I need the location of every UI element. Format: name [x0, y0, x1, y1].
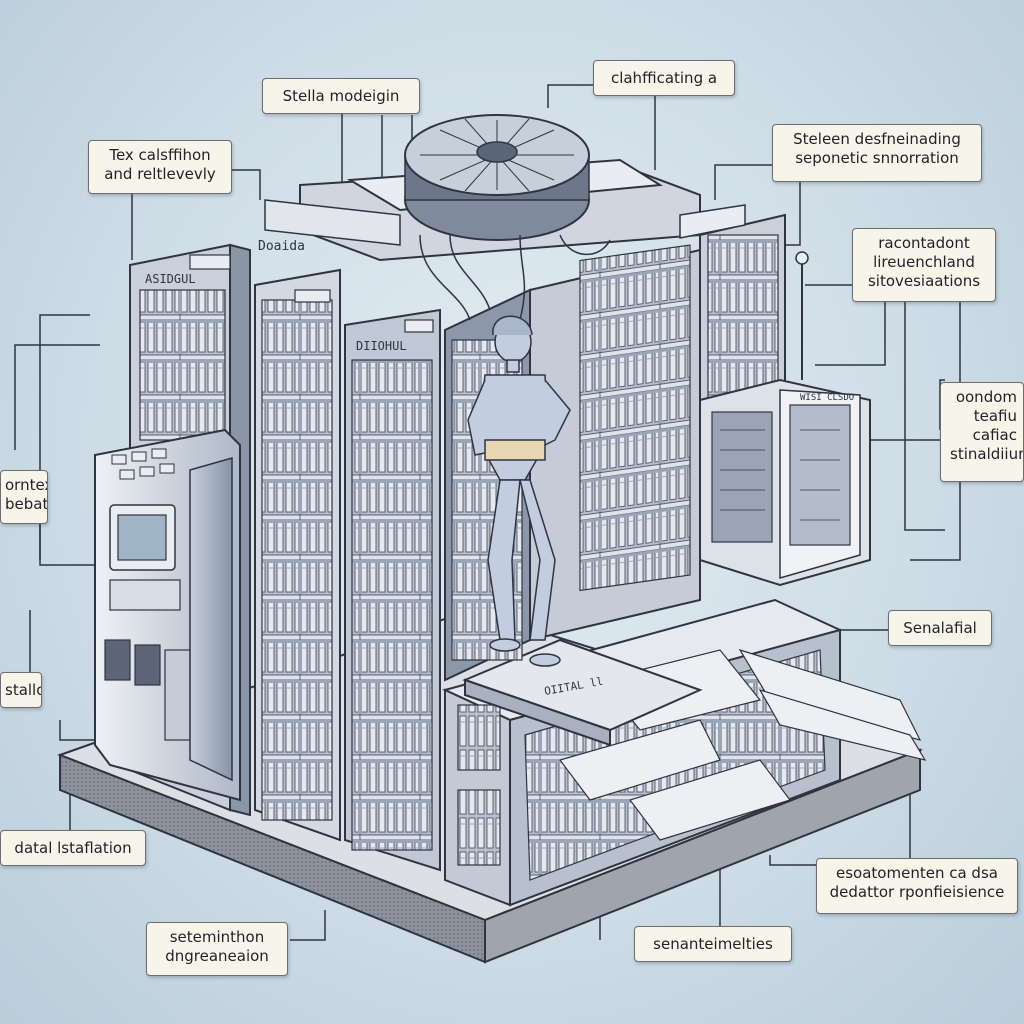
callout-text: esoatomenten ca dsa [836, 864, 998, 882]
callout-text: teafiu [973, 407, 1017, 425]
right-tall-shelf [699, 213, 786, 422]
callout-cortex: orntex bebate llt [0, 470, 48, 524]
callout-text: orntex [5, 476, 47, 494]
callout-esoatomenten: esoatomenten ca dsa dedattor rponfieisie… [816, 858, 1018, 914]
central-book-tower [444, 244, 701, 682]
callout-racontadont: racontadont lireuenchland sitovesiaation… [852, 228, 996, 302]
callout-text: dedattor rponfieisience [829, 883, 1005, 901]
callout-text: stinaldiiun [950, 445, 1024, 463]
callout-clarifying: clahfficating a [593, 60, 735, 96]
top-unit-label: Doaida [258, 239, 305, 254]
callout-seteminthon: seteminthon dngreaneaion [146, 922, 288, 976]
callout-datal-lstaflation: datal lstaflation [0, 830, 146, 866]
callout-text: cafiac [972, 426, 1017, 444]
callout-text: seteminthon [169, 928, 265, 946]
terminal-keypad [111, 448, 175, 480]
callout-oondom: oondom teafiu cafiac stinaldiiun [940, 382, 1024, 482]
callout-text: lireuenchland [873, 253, 975, 271]
callout-senanteimelties: senanteimelties [634, 926, 792, 962]
callout-text: clahfficating a [610, 69, 718, 87]
left-tower-label: ASIDGUL [145, 272, 196, 286]
callout-text: Tex calsffihon [109, 146, 211, 164]
front-terminal [94, 428, 241, 802]
callout-text: dngreaneaion [165, 947, 269, 965]
robot-reader-figure [467, 315, 571, 667]
robot-platform [462, 638, 703, 747]
callout-steleen: Steleen desfneinading seponetic snnorrat… [772, 124, 982, 182]
left-tower-2 [254, 268, 341, 842]
book-pile [558, 648, 927, 841]
mid-tower-label: DIIOHUL [356, 339, 407, 353]
callout-tex-calsifhion: Tex calsffihon and reltlevevly [88, 140, 232, 194]
callout-text: sitovesiaations [867, 272, 981, 290]
callout-text: Senalafial [903, 619, 977, 637]
callout-text: bebate llt [5, 495, 48, 513]
left-tower-3: DIIOHUL [344, 308, 441, 872]
callout-text: oondom [955, 388, 1017, 406]
callout-text: senanteimelties [653, 935, 773, 953]
fan-icon [404, 114, 590, 241]
top-unit: Doaida [258, 114, 746, 321]
callout-stella-modeling: Stella modeigin [262, 78, 420, 114]
callout-text: Steleen desfneinading [793, 130, 961, 148]
callout-text: and reltlevevly [104, 165, 216, 183]
callout-text: stallon [5, 681, 41, 699]
callout-text: seponetic snnorration [795, 149, 959, 167]
callout-stallon: stallon [0, 672, 42, 708]
screen-cabinet-unit: WISI CLSDO [699, 251, 871, 587]
callout-senalafial: Senalafial [888, 610, 992, 646]
callout-text: datal lstaflation [14, 839, 132, 857]
callout-text: Stella modeigin [282, 87, 400, 105]
screen-cabinet-label: WISI CLSDO [800, 393, 854, 403]
callout-text: racontadont [878, 234, 970, 252]
